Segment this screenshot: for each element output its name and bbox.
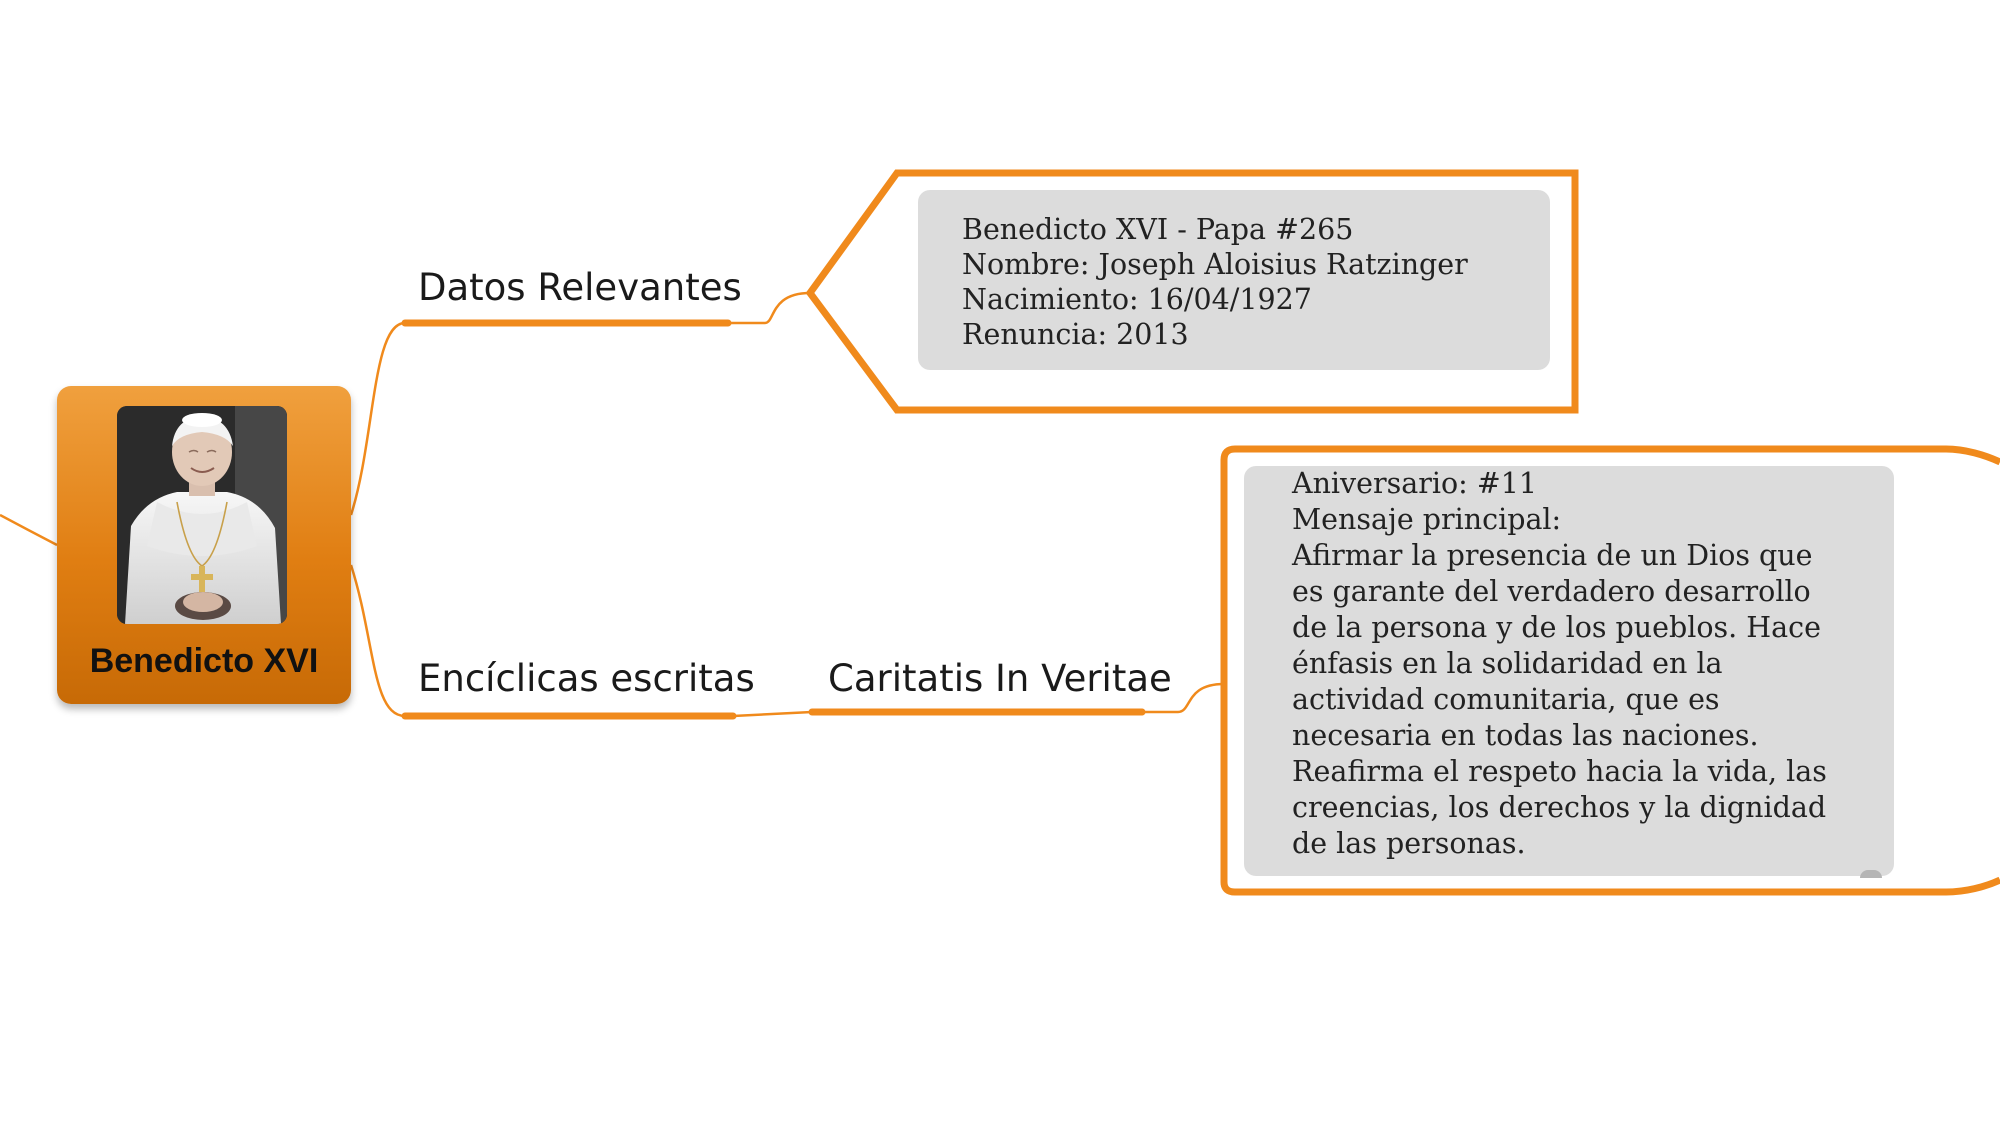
note-line: Renuncia: 2013	[962, 318, 1189, 351]
connector-datos-note	[728, 291, 811, 325]
connector-enciclicas	[349, 564, 406, 718]
note-resize-handle[interactable]	[1860, 870, 1882, 878]
note-line: Afirmar la presencia de un Dios que	[1292, 539, 1813, 572]
note-line: actividad comunitaria, que es	[1292, 683, 1720, 716]
connector-datos	[349, 321, 406, 516]
topic-caritatis-in-veritae[interactable]: Caritatis In Veritae	[828, 657, 1172, 700]
portrait-photo	[117, 406, 287, 624]
note-line: de las personas.	[1292, 827, 1526, 860]
note-line: de la persona y de los pueblos. Hace	[1292, 611, 1821, 644]
central-topic-label: Benedicto XVI	[89, 642, 319, 680]
note-line: es garante del verdadero desarrollo	[1292, 575, 1811, 608]
note-line: Nombre: Joseph Aloisius Ratzinger	[962, 248, 1468, 281]
connector-caritatis-note	[1142, 682, 1225, 714]
note-caritatis-in-veritae[interactable]: Aniversario: #11 Mensaje principal: Afir…	[1244, 466, 1894, 878]
note-line: énfasis en la solidaridad en la	[1292, 647, 1723, 680]
parent-connector	[0, 513, 58, 547]
note-line: creencias, los derechos y la dignidad	[1292, 791, 1827, 824]
note-datos-relevantes[interactable]: Benedicto XVI - Papa #265 Nombre: Joseph…	[918, 190, 1550, 370]
note-line: Reafirma el respeto hacia la vida, las	[1292, 755, 1827, 788]
connector-enciclicas-caritatis	[732, 710, 813, 718]
central-topic-node[interactable]: Benedicto XVI	[57, 386, 351, 704]
note-frame-datos	[805, 169, 1579, 414]
note-line: necesaria en todas las naciones.	[1292, 719, 1759, 752]
note-line: Mensaje principal:	[1292, 503, 1562, 536]
topic-datos-relevantes[interactable]: Datos Relevantes	[418, 266, 742, 309]
note-line: Benedicto XVI - Papa #265	[962, 213, 1354, 246]
note-line: Aniversario: #11	[1292, 467, 1537, 500]
note-frame-caritatis	[1220, 445, 2000, 896]
topic-enciclicas-escritas[interactable]: Encíclicas escritas	[418, 657, 755, 700]
note-line: Nacimiento: 16/04/1927	[962, 283, 1312, 316]
